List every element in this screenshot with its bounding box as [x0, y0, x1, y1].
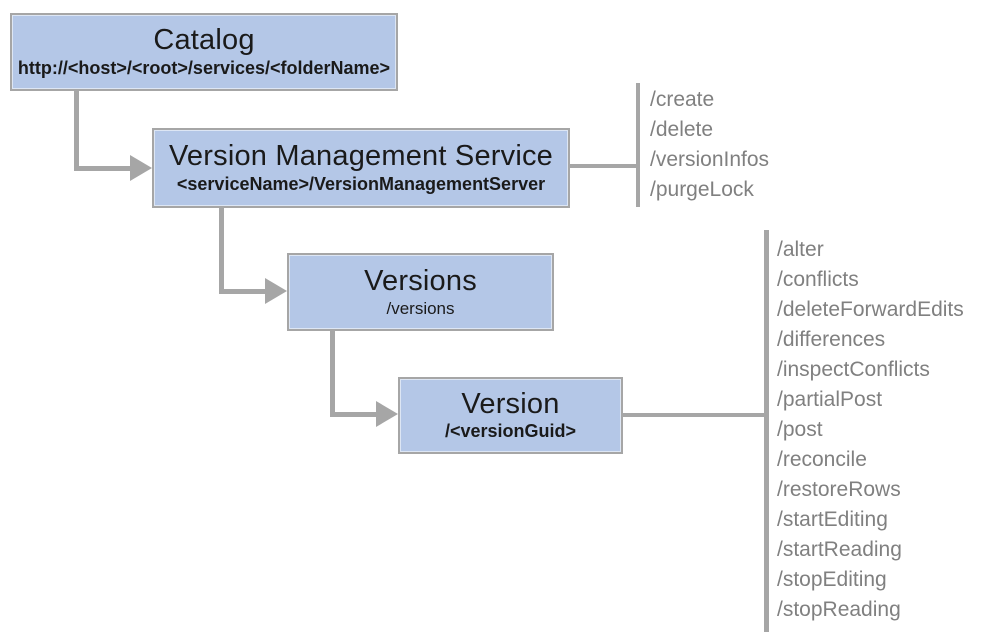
operation-label: /stopReading: [777, 598, 901, 621]
connector-vms-versions-vertical: [219, 208, 224, 294]
node-version: Version /<versionGuid>: [398, 377, 623, 454]
operation-label: /versionInfos: [650, 148, 770, 171]
operation-label: /restoreRows: [777, 478, 901, 501]
connector-versions-version-vertical: [330, 331, 335, 417]
connector-catalog-vms-horizontal: [74, 166, 132, 171]
node-catalog-url: http://<host>/<root>/services/<folderNam…: [17, 57, 391, 78]
operation-label: /stopEditing: [777, 568, 887, 591]
operation-label: /post: [777, 418, 823, 441]
node-catalog: Catalog http://<host>/<root>/services/<f…: [10, 13, 398, 91]
node-version-path: /<versionGuid>: [444, 421, 577, 442]
connector-vms-versions-horizontal: [219, 289, 267, 294]
operation-label: /partialPost: [777, 388, 883, 411]
node-versions: Versions /versions: [287, 253, 554, 331]
operation-label: /inspectConflicts: [777, 358, 930, 381]
node-version-management-service: Version Management Service <serviceName>…: [152, 128, 570, 208]
operation-label: /conflicts: [777, 268, 859, 291]
operation-label: /startEditing: [777, 508, 888, 531]
bracket-version-operations: [764, 230, 769, 632]
operation-label: /differences: [777, 328, 886, 351]
operation-label: /reconcile: [777, 448, 867, 471]
vms-operations-list: /create/delete/versionInfos/purgeLock: [650, 85, 769, 205]
arrowhead-icon: [265, 278, 287, 304]
arrowhead-icon: [130, 155, 152, 181]
connector-catalog-vms-vertical: [74, 91, 79, 171]
bracket-vms-operations: [636, 83, 640, 207]
connector-version-operations: [623, 413, 766, 417]
operation-label: /deleteForwardEdits: [777, 298, 964, 321]
operation-label: /purgeLock: [650, 178, 754, 201]
operation-label: /delete: [650, 118, 714, 141]
operation-label: /alter: [777, 238, 824, 261]
node-vms-title: Version Management Service: [168, 140, 553, 173]
node-version-title: Version: [461, 387, 560, 420]
version-operations-list: /alter/conflicts/deleteForwardEdits/diff…: [777, 235, 964, 625]
operation-label: /startReading: [777, 538, 902, 561]
arrowhead-icon: [376, 401, 398, 427]
node-versions-path: /versions: [386, 298, 455, 318]
connector-versions-version-horizontal: [330, 412, 378, 417]
node-vms-path: <serviceName>/VersionManagementServer: [176, 173, 546, 194]
node-versions-title: Versions: [364, 265, 477, 298]
operation-label: /create: [650, 88, 715, 111]
node-catalog-title: Catalog: [153, 24, 255, 57]
connector-vms-operations: [570, 164, 638, 168]
